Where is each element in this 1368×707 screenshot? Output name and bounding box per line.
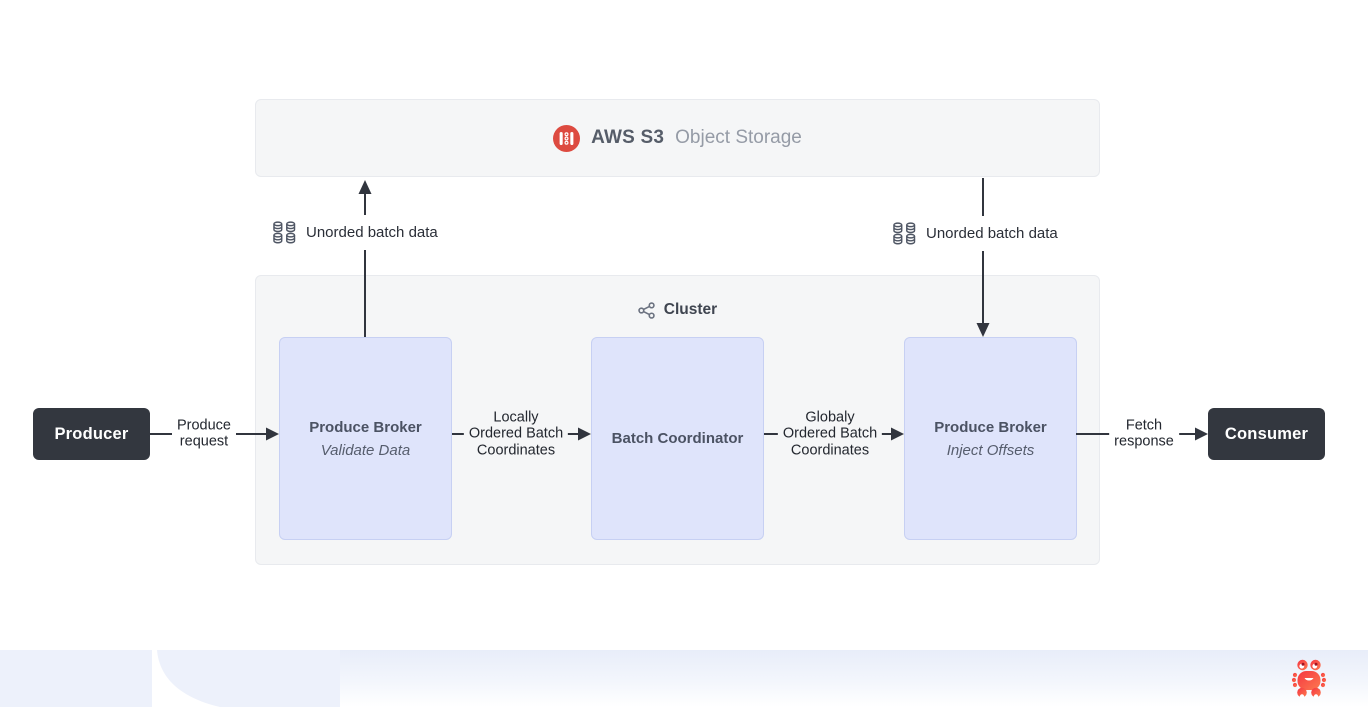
label-line: response — [1114, 434, 1174, 450]
s3-title-bold: AWS S3 — [591, 127, 665, 148]
label-line: Locally — [493, 409, 539, 426]
footer-strip-right — [340, 650, 1368, 707]
cluster-title: Cluster — [663, 301, 718, 318]
label-line: Ordered Batch — [468, 425, 564, 442]
label-text: Unorded batch data — [306, 224, 438, 241]
label-line: Coordinates — [790, 442, 870, 459]
arrowhead — [1195, 427, 1208, 441]
node-subtitle: Validate Data — [320, 441, 411, 459]
s3-storage-icon — [553, 124, 581, 152]
s3-panel-header: AWS S3 Object Storage — [256, 100, 1099, 176]
node-title: Produce Broker — [309, 418, 422, 436]
arrowhead — [358, 180, 372, 194]
node-produce-broker-inject: Produce Broker Inject Offsets — [904, 337, 1077, 540]
footer-wedge-shape — [152, 650, 220, 707]
label-line: Globaly — [805, 409, 855, 426]
node-batch-coordinator: Batch Coordinator — [591, 337, 764, 540]
edge-label-fetch-response: Fetch response — [1109, 415, 1179, 453]
s3-title-light: Object Storage — [675, 127, 802, 148]
edge-label-globally-ordered: Globaly Ordered Batch Coordinates — [777, 407, 883, 461]
edge-label-produce-request: Produce request — [171, 415, 237, 453]
node-title: Produce Broker — [934, 418, 1047, 436]
footer-strip — [0, 650, 1368, 707]
label-line: request — [179, 434, 229, 450]
consumer-label: Consumer — [1224, 424, 1309, 443]
edge-label-locally-ordered: Locally Ordered Batch Coordinates — [463, 407, 569, 461]
label-unordered-batch-left: Unorded batch data — [264, 215, 446, 250]
database-grid-icon — [273, 221, 296, 244]
label-line: Coordinates — [476, 442, 556, 459]
label-line: Fetch — [1125, 417, 1163, 434]
label-line: Produce — [176, 417, 232, 434]
node-title: Batch Coordinator — [611, 430, 744, 447]
node-consumer: Consumer — [1208, 408, 1325, 460]
producer-label: Producer — [54, 424, 129, 443]
node-produce-broker-validate: Produce Broker Validate Data — [279, 337, 452, 540]
node-subtitle: Inject Offsets — [946, 441, 1035, 459]
cluster-panel-header: Cluster — [256, 301, 1099, 319]
crab-logo — [1291, 659, 1327, 699]
database-grid-icon — [893, 222, 916, 245]
label-line: Ordered Batch — [782, 425, 878, 442]
label-unordered-batch-right: Unorded batch data — [884, 216, 1066, 251]
label-text: Unorded batch data — [926, 225, 1058, 242]
cluster-graph-icon — [638, 301, 655, 319]
node-producer: Producer — [33, 408, 150, 460]
s3-panel: AWS S3 Object Storage — [255, 99, 1100, 177]
